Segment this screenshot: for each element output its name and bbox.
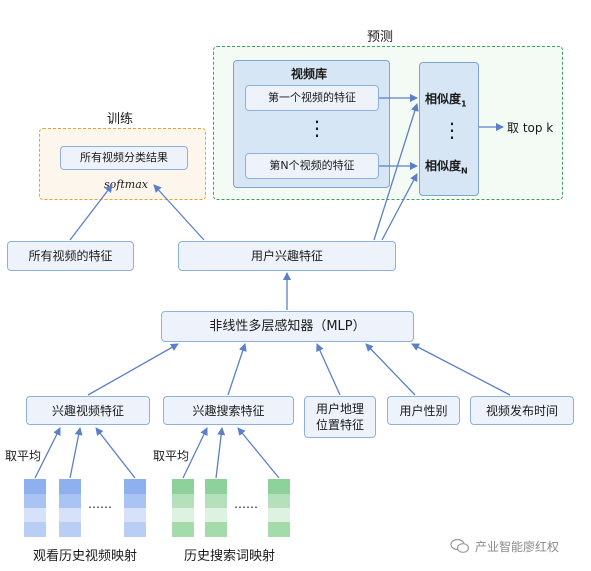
video-publish-time: 视频发布时间: [470, 396, 574, 425]
mlp-node: 非线性多层感知器（MLP）: [161, 311, 414, 342]
interest-search-feature: 兴趣搜索特征: [163, 396, 294, 425]
arrow-watch2-to-video: [69, 427, 83, 479]
watch-embedding-bar-2: [59, 479, 81, 537]
search-embedding-label: 历史搜索词映射: [184, 549, 276, 564]
user-interest-feature: 用户兴趣特征: [178, 241, 396, 271]
similarity-1-label: 相似度: [425, 92, 462, 106]
watch-embedding-bar-1: [24, 479, 46, 537]
arrow-video-to-mlp: [87, 343, 179, 396]
arrow-search3-to-search: [237, 427, 280, 479]
arrow-watch1-to-video: [34, 427, 61, 479]
arrow-geo-to-mlp: [316, 343, 341, 396]
wechat-logo-icon: [450, 538, 470, 554]
user-geo-feature: 用户地理 位置特征: [304, 396, 376, 438]
average-label-2: 取平均: [153, 449, 190, 463]
similarity-1: 相似度1: [425, 90, 467, 108]
video-library-title: 视频库: [291, 67, 328, 81]
user-geo-line2: 位置特征: [315, 418, 364, 432]
search-embedding-bar-3: [268, 479, 290, 537]
arrow-search-to-mlp: [227, 343, 247, 396]
user-geo-line1: 用户地理: [315, 402, 364, 416]
interest-video-feature: 兴趣视频特征: [26, 396, 150, 425]
similarity-column: [419, 62, 479, 196]
user-gender: 用户性别: [387, 396, 460, 425]
classification-result: 所有视频分类结果: [60, 146, 188, 170]
arrow-allvideo-to-classification: [69, 184, 113, 241]
arrow-search1-to-search: [182, 427, 208, 479]
average-label-1: 取平均: [5, 449, 42, 463]
arrow-gender-to-mlp: [365, 343, 416, 396]
softmax-label: softmax: [104, 178, 148, 191]
similarity-n: 相似度N: [425, 157, 468, 175]
train-title: 训练: [107, 112, 134, 127]
arrow-interest-to-sim1: [373, 103, 419, 241]
library-vertical-dots: ⋮: [307, 116, 327, 140]
similarity-vertical-dots: ⋮: [442, 118, 462, 142]
similarity-1-subscript: 1: [461, 99, 467, 109]
similarity-n-subscript: N: [461, 166, 468, 176]
top-k-label: 取 top k: [507, 121, 554, 135]
arrow-search2-to-search: [215, 427, 226, 479]
watch-embedding-label: 观看历史视频映射: [33, 549, 138, 564]
arrow-interest-to-classification: [153, 184, 205, 241]
nth-video-feature: 第N个视频的特征: [245, 153, 379, 179]
search-embedding-dots: ……: [234, 497, 258, 511]
similarity-n-label: 相似度: [425, 159, 462, 173]
predict-title: 预测: [367, 30, 394, 45]
arrow-time-to-mlp: [411, 343, 511, 396]
arrow-watch3-to-video: [95, 427, 136, 479]
arrow-interest-to-simN: [381, 173, 418, 241]
watch-embedding-bar-3: [124, 479, 146, 537]
first-video-feature: 第一个视频的特征: [245, 85, 379, 111]
search-embedding-bar-2: [205, 479, 227, 537]
search-embedding-bar-1: [172, 479, 194, 537]
all-video-features: 所有视频的特征: [7, 241, 134, 271]
watermark-text: 产业智能廖红权: [475, 540, 560, 554]
watch-embedding-dots: ……: [88, 497, 112, 511]
